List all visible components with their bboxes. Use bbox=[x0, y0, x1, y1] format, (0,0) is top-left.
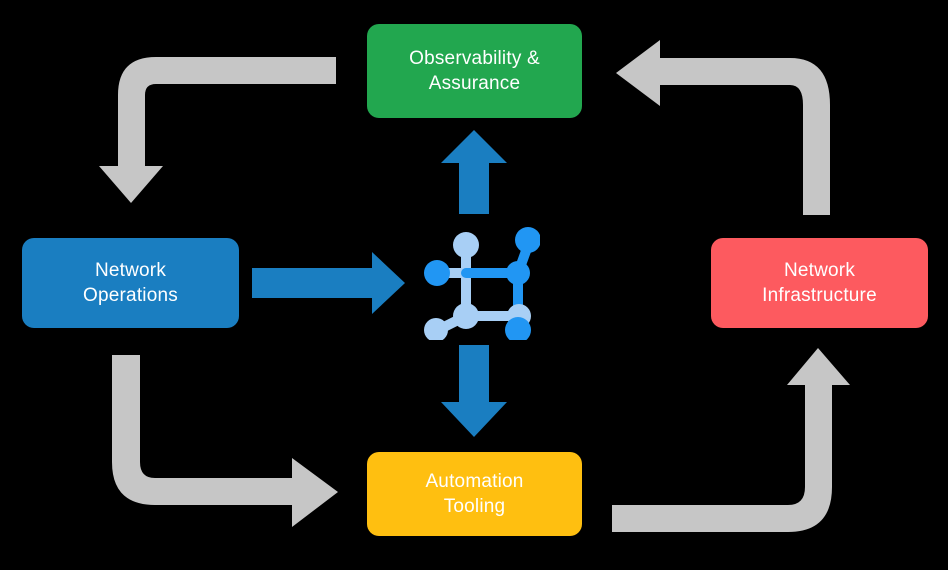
network-topology-icon bbox=[424, 227, 540, 340]
node-network-operations[interactable]: Network Operations bbox=[22, 238, 239, 328]
arrow-center-to-automation bbox=[441, 345, 507, 437]
arrow-observability-to-operations bbox=[99, 57, 336, 203]
node-network-operations-label: Network Operations bbox=[83, 259, 178, 306]
node-automation-tooling[interactable]: Automation Tooling bbox=[367, 452, 582, 536]
node-network-infrastructure[interactable]: Network Infrastructure bbox=[711, 238, 928, 328]
node-observability-label: Observability & Assurance bbox=[409, 47, 540, 94]
node-observability-assurance[interactable]: Observability & Assurance bbox=[367, 24, 582, 118]
arrow-center-to-observability bbox=[441, 130, 507, 214]
arrow-operations-to-center bbox=[252, 252, 405, 314]
node-automation-tooling-label: Automation Tooling bbox=[425, 470, 524, 517]
node-network-infrastructure-label: Network Infrastructure bbox=[762, 259, 877, 306]
arrow-operations-to-automation bbox=[112, 355, 338, 527]
arrow-automation-to-infrastructure bbox=[612, 348, 850, 532]
arrow-infrastructure-to-observability bbox=[616, 40, 830, 215]
